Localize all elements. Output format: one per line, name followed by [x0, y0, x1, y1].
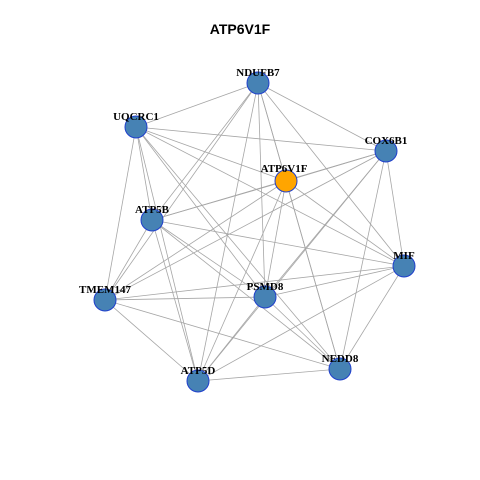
node-label: ATP5B	[135, 204, 170, 216]
edge-uqcrc1-cox6b1	[135, 126, 387, 152]
node-uqcrc1: UQCRC1	[113, 111, 159, 139]
node-label: NEDD8	[322, 353, 359, 365]
node-circle	[140, 208, 164, 232]
edge-cox6b1-atp5d	[197, 150, 387, 382]
edge-atp6v1f-atp5b	[151, 180, 287, 221]
edge-uqcrc1-nedd8	[135, 126, 341, 370]
node-atp6v1f: ATP6V1F	[261, 163, 308, 193]
node-circle	[246, 71, 270, 95]
edge-mif-tmem147	[104, 265, 405, 301]
node-atp5b: ATP5B	[135, 204, 170, 232]
edge-uqcrc1-tmem147	[104, 126, 137, 301]
figure-title: ATP6V1F	[209, 21, 271, 37]
edge-tmem147-nedd8	[104, 299, 341, 370]
edge-mif-psmd8	[264, 265, 405, 298]
edge-tmem147-atp5d	[104, 299, 199, 382]
node-label: UQCRC1	[113, 111, 159, 123]
edge-atp6v1f-mif	[285, 180, 405, 267]
node-mif: MIF	[392, 250, 416, 278]
node-circle	[93, 288, 117, 312]
node-label: COX6B1	[365, 135, 408, 147]
edge-nedd8-atp5d	[197, 368, 341, 382]
node-label: PSMD8	[247, 281, 284, 293]
edge-atp6v1f-nedd8	[285, 180, 341, 370]
edge-cox6b1-mif	[385, 150, 405, 267]
edge-atp5b-mif	[151, 219, 405, 267]
edge-psmd8-atp5d	[197, 296, 266, 382]
edge-ndufb7-atp5d	[197, 82, 259, 382]
edge-ndufb7-psmd8	[257, 82, 266, 298]
node-label: ATP5D	[181, 365, 216, 377]
edge-atp6v1f-psmd8	[264, 180, 287, 298]
edge-ndufb7-cox6b1	[257, 82, 387, 152]
node-cox6b1: COX6B1	[365, 135, 408, 163]
edge-ndufb7-uqcrc1	[135, 82, 259, 128]
node-circle	[374, 139, 398, 163]
edge-ndufb7-tmem147	[104, 82, 259, 301]
edge-uqcrc1-atp5d	[135, 126, 199, 382]
edge-uqcrc1-atp6v1f	[135, 126, 287, 182]
node-psmd8: PSMD8	[247, 281, 284, 309]
edge-uqcrc1-atp5b	[135, 126, 153, 221]
edge-uqcrc1-mif	[135, 126, 405, 267]
edge-cox6b1-nedd8	[339, 150, 387, 370]
edge-psmd8-nedd8	[264, 296, 341, 370]
edge-atp5b-nedd8	[151, 219, 341, 370]
node-label: NDUFB7	[236, 67, 280, 79]
edge-mif-atp5d	[197, 265, 405, 382]
edge-mif-nedd8	[339, 265, 405, 370]
edge-atp5b-tmem147	[104, 219, 153, 301]
node-atp5d: ATP5D	[181, 365, 216, 393]
edge-layer	[104, 82, 405, 382]
edge-cox6b1-tmem147	[104, 150, 387, 301]
node-circle	[124, 115, 148, 139]
edge-atp6v1f-tmem147	[104, 180, 287, 301]
node-circle	[253, 285, 277, 309]
node-circle	[392, 254, 416, 278]
node-label: MIF	[393, 250, 415, 262]
edge-ndufb7-mif	[257, 82, 405, 267]
node-nedd8: NEDD8	[322, 353, 359, 381]
node-circle	[186, 369, 210, 393]
node-ndufb7: NDUFB7	[236, 67, 280, 95]
edge-tmem147-psmd8	[104, 296, 266, 301]
edge-atp5b-atp5d	[151, 219, 199, 382]
node-label: TMEM147	[79, 284, 131, 296]
node-tmem147: TMEM147	[79, 284, 131, 312]
node-label: ATP6V1F	[261, 163, 308, 175]
edge-uqcrc1-psmd8	[135, 126, 266, 298]
node-circle	[274, 169, 298, 193]
node-circle	[328, 357, 352, 381]
